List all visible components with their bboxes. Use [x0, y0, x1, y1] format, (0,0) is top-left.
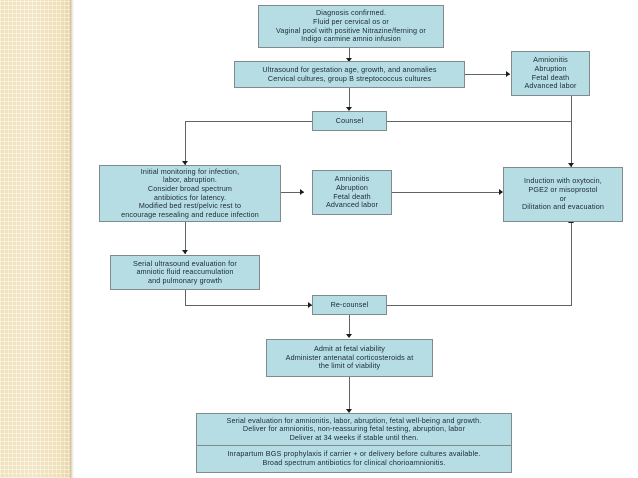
node-admit-label: Admit at fetal viability Administer ante… [285, 344, 414, 371]
node-counsel[interactable]: Counsel [312, 111, 387, 131]
node-initial-monitoring[interactable]: Initial monitoring for infection, labor,… [99, 165, 281, 222]
arrowhead-serial-evaluation-in [346, 409, 352, 413]
connector-counsel-right-rail [387, 121, 572, 122]
node-serial-evaluation[interactable]: Serial evaluation for amnionitis, labor,… [196, 413, 512, 446]
connector-recounsel-right [387, 305, 572, 306]
connector-complications-top-to-induction [571, 96, 572, 166]
node-complications-mid[interactable]: Amnionitis Abruption Fetal death Advance… [312, 170, 392, 215]
node-induction[interactable]: Induction with oxytocin, PGE2 or misopro… [503, 167, 623, 222]
connector-counsel-left-rail [185, 121, 312, 122]
arrowhead-ultrasound-in [346, 58, 352, 62]
node-complications-top-label: Amnionitis Abruption Fetal death Advance… [524, 55, 577, 91]
node-ultrasound-label: Ultrasound for gestation age, growth, an… [262, 64, 437, 83]
connector-admit-to-serial-evaluation [349, 377, 350, 412]
connector-ultrasound-to-counsel [349, 88, 350, 110]
node-serial-ultrasound-label: Serial ultrasound evaluation for amnioti… [133, 258, 237, 285]
node-serial-ultrasound[interactable]: Serial ultrasound evaluation for amnioti… [110, 255, 260, 290]
node-prophylaxis[interactable]: Inrapartum BGS prophylaxis if carrier + … [196, 446, 512, 473]
node-diagnosis-label: Diagnosis confirmed. Fluid per cervical … [276, 8, 426, 44]
node-complications-top[interactable]: Amnionitis Abruption Fetal death Advance… [511, 51, 590, 96]
node-initial-monitoring-label: Initial monitoring for infection, labor,… [121, 166, 259, 219]
arrowhead-complications-mid-in [300, 189, 304, 195]
arrowhead-induction-in-left [499, 189, 503, 195]
node-counsel-label: Counsel [335, 115, 364, 125]
connector-counsel-left-down [185, 121, 186, 165]
node-complications-mid-label: Amnionitis Abruption Fetal death Advance… [325, 174, 379, 210]
connector-recounsel-to-admit [349, 315, 350, 337]
sidebar-edge-gradient [70, 0, 74, 478]
connector-initial-monitoring-to-serial-ultrasound [185, 222, 186, 254]
arrowhead-induction-in-top [568, 163, 574, 167]
node-induction-label: Induction with oxytocin, PGE2 or misopro… [521, 176, 605, 212]
decorative-sidebar-band [0, 0, 70, 478]
arrowhead-complications-top-in [506, 71, 510, 77]
node-recounsel-label: Re-counsel [330, 299, 369, 309]
connector-initial-monitoring-to-complications-mid [281, 192, 304, 193]
connector-serial-ultrasound-to-recounsel [185, 305, 312, 306]
node-prophylaxis-label: Inrapartum BGS prophylaxis if carrier + … [227, 449, 481, 467]
arrowhead-initial-monitoring-in [182, 161, 188, 165]
connector-serial-ultrasound-down [185, 290, 186, 306]
connector-recounsel-up-to-induction [571, 222, 572, 306]
arrowhead-counsel-in [346, 107, 352, 111]
node-admit[interactable]: Admit at fetal viability Administer ante… [266, 339, 433, 377]
node-recounsel[interactable]: Re-counsel [312, 295, 387, 315]
arrowhead-serial-ultrasound-in [182, 250, 188, 254]
arrowhead-recounsel-in-left [308, 302, 312, 308]
arrowhead-admit-in [346, 334, 352, 338]
node-serial-evaluation-label: Serial evaluation for amnionitis, labor,… [226, 415, 482, 442]
connector-diagnosis-to-ultrasound [349, 47, 350, 61]
connector-ultrasound-to-complications-top [464, 74, 510, 75]
node-diagnosis[interactable]: Diagnosis confirmed. Fluid per cervical … [258, 5, 444, 48]
node-ultrasound[interactable]: Ultrasound for gestation age, growth, an… [234, 61, 465, 88]
connector-complications-mid-to-induction [392, 192, 502, 193]
